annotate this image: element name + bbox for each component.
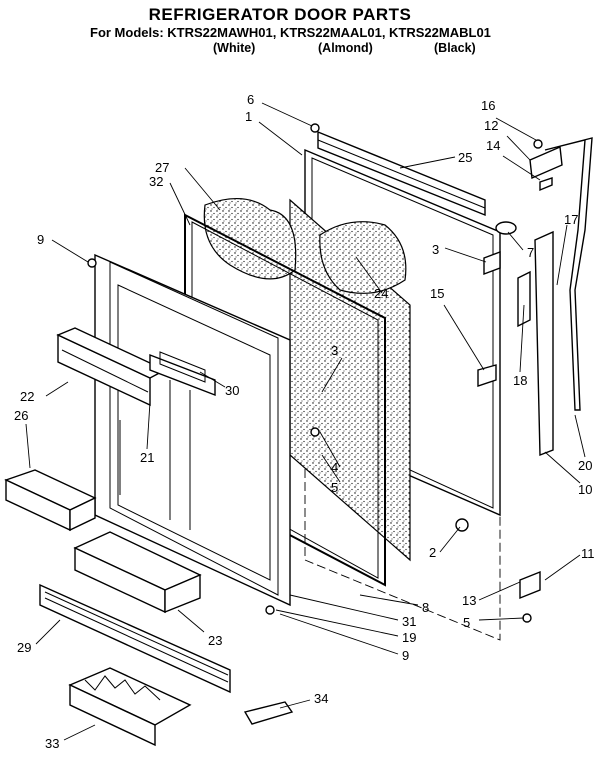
callout-31: 31: [402, 614, 416, 629]
callout-18: 18: [513, 373, 527, 388]
callout-9b: 9: [402, 648, 409, 663]
shim: [243, 701, 294, 725]
callout-27: 27: [155, 160, 169, 175]
diagram-header: REFRIGERATOR DOOR PARTS For Models: KTRS…: [0, 0, 608, 70]
page-title: REFRIGERATOR DOOR PARTS: [148, 5, 412, 24]
callout-13: 13: [462, 593, 476, 608]
callout-34: 34: [314, 691, 328, 706]
callout-labels: 6 1 25 16 12 14 17 7 3 15 18 20 10 11 13…: [14, 92, 595, 751]
callout-3a: 3: [432, 242, 439, 257]
egg-tray: [68, 667, 192, 747]
screws: [87, 123, 543, 623]
callout-8: 8: [422, 600, 429, 615]
callout-15: 15: [430, 286, 444, 301]
callout-22: 22: [20, 389, 34, 404]
color-white: (White): [213, 41, 256, 55]
callout-7: 7: [527, 245, 534, 260]
top-trim: [317, 130, 486, 217]
callout-5a: 5: [331, 480, 338, 495]
callout-23: 23: [208, 633, 222, 648]
callout-4: 4: [331, 460, 338, 475]
callout-5b: 5: [463, 615, 470, 630]
callout-24: 24: [374, 286, 388, 301]
callout-1: 1: [245, 109, 252, 124]
callout-12: 12: [484, 118, 498, 133]
callout-9a: 9: [37, 232, 44, 247]
hinge-parts: [455, 145, 563, 600]
callout-19: 19: [402, 630, 416, 645]
color-almond: (Almond): [318, 41, 373, 55]
callout-6: 6: [247, 92, 254, 107]
callout-26: 26: [14, 408, 28, 423]
callout-29: 29: [17, 640, 31, 655]
leader-lines: [25, 102, 586, 741]
callout-3b: 3: [331, 343, 338, 358]
small-door-bin: [4, 469, 97, 532]
bottom-trim: [39, 583, 231, 694]
large-door-bin: [73, 531, 202, 614]
color-black: (Black): [434, 41, 476, 55]
callout-2: 2: [429, 545, 436, 560]
dairy-bin: [149, 351, 216, 397]
callout-32: 32: [149, 174, 163, 189]
callout-17: 17: [564, 212, 578, 227]
callout-11: 11: [581, 546, 595, 561]
callout-14: 14: [486, 138, 500, 153]
callout-21: 21: [140, 450, 154, 465]
callout-20: 20: [578, 458, 592, 473]
callout-33: 33: [45, 736, 59, 751]
callout-16: 16: [481, 98, 495, 113]
door-handle: [534, 137, 593, 457]
dairy-door: [56, 327, 167, 407]
callout-25: 25: [458, 150, 472, 165]
models-line: For Models: KTRS22MAWH01, KTRS22MAAL01, …: [90, 25, 491, 40]
callout-10: 10: [578, 482, 592, 497]
callout-30: 30: [225, 383, 239, 398]
inner-door-liner: [94, 253, 291, 607]
